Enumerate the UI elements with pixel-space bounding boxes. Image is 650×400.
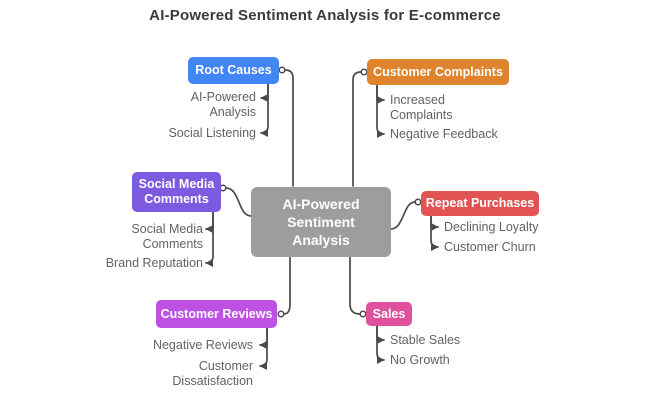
node-customer-complaints: Customer Complaints [367, 59, 509, 85]
connector-center-repeat-purchases [390, 201, 416, 230]
label-social-listening: Social Listening [168, 126, 256, 140]
node-repeat-purchases: Repeat Purchases [421, 191, 539, 216]
connector-root-causes-item2 [260, 83, 269, 138]
label-ai-powered-analysis: AI-Powered Analysis [190, 90, 256, 119]
label-customer-dissatisfaction: Customer Dissatisfaction [172, 359, 253, 388]
node-central-sentiment-analysis: AI-Powered Sentiment Analysis [251, 187, 391, 257]
node-customer-reviews: Customer Reviews [156, 300, 277, 328]
anchor-dot-repeat [414, 198, 422, 206]
connector-sales-item2 [376, 325, 385, 365]
connector-sales-item1 [376, 325, 385, 345]
connector-social-media-item1 [205, 211, 214, 234]
connector-repeat-item1 [430, 215, 439, 232]
connector-complaints-item2 [376, 84, 385, 139]
connector-reviews-item1 [259, 327, 268, 350]
anchor-dot-sales [359, 310, 367, 318]
connector-root-causes-center [284, 69, 294, 187]
connector-repeat-item2 [430, 215, 439, 252]
node-root-causes: Root Causes [188, 57, 279, 84]
label-increased-complaints: Increased Complaints [390, 93, 453, 122]
connector-root-causes-item1 [260, 83, 269, 103]
anchor-dot-social-media [219, 184, 227, 192]
node-sales: Sales [366, 302, 412, 326]
label-social-media-comments: Social Media Comments [131, 222, 203, 251]
connector-center-sales [349, 256, 361, 315]
label-declining-loyalty: Declining Loyalty [444, 220, 539, 234]
connector-complaints-item1 [376, 84, 385, 105]
connector-social-media-center [225, 187, 252, 217]
page-title: AI-Powered Sentiment Analysis for E-comm… [149, 7, 501, 24]
anchor-dot-complaints [360, 68, 368, 76]
label-stable-sales: Stable Sales [390, 333, 461, 347]
label-no-growth: No Growth [390, 353, 450, 367]
anchor-dot-root-causes [278, 66, 286, 74]
label-negative-feedback: Negative Feedback [390, 127, 498, 141]
label-customer-churn: Customer Churn [444, 240, 536, 254]
connector-reviews-item2 [259, 327, 268, 371]
connector-social-media-item2 [205, 211, 214, 268]
connector-complaints-center [352, 71, 362, 187]
label-negative-reviews: Negative Reviews [152, 338, 253, 352]
node-social-media-comments: Social Media Comments [132, 172, 221, 212]
label-brand-reputation: Brand Reputation [105, 256, 203, 270]
connector-center-customer-reviews [283, 256, 291, 315]
anchor-dot-reviews [277, 310, 285, 318]
